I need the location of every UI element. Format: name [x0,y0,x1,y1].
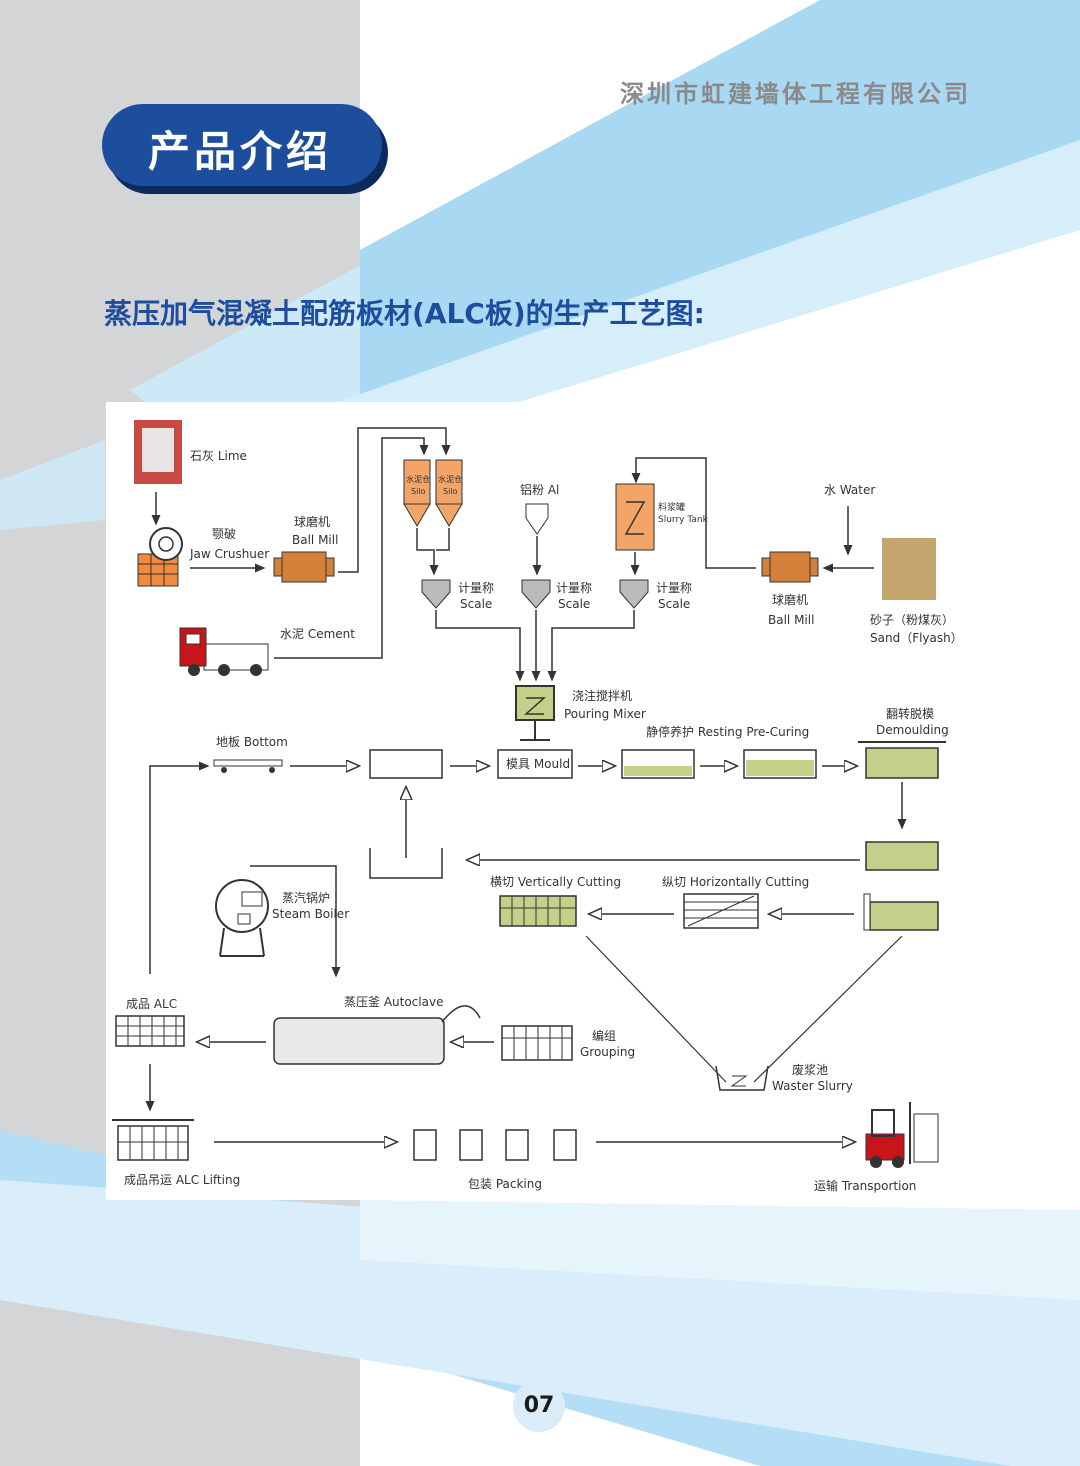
autoclave-door [441,1005,481,1023]
steam-boiler-icon [215,879,269,957]
label-waste-cn: 废浆池 [792,1062,828,1077]
label-lime: 石灰 Lime [190,449,247,463]
waste-line-right [753,935,903,1083]
vertical-cut-lines [500,896,576,926]
label-demoulding-en: Demoulding [876,723,949,737]
label-ballmill2-cn: 球磨机 [772,593,808,607]
label-scale2-en: Scale [558,597,590,611]
section-title-badge: 产品介绍 [102,104,382,186]
autoclave-icon [273,1017,445,1065]
empty-mould-icon [369,848,443,879]
ball-mill-2-icon [761,551,819,583]
sand-photo [882,538,936,600]
pipe-scale1-to-mixer [435,610,525,682]
label-scale3-cn: 计量称 [656,581,692,595]
silo-icon [403,459,463,527]
label-slurry-tank-en: Slurry Tank [658,515,709,525]
mould-frame-icon [369,749,443,779]
vertical-cut-block [499,895,577,927]
production-flow-diagram: 石灰 Lime 颚破 Jaw Crushuer 球磨机 Ball Mill 水泥… [112,420,963,1193]
label-scale1-en: Scale [460,597,492,611]
label-water: 水 Water [824,483,875,497]
demoulding-block [865,747,939,779]
waste-pit-icon [715,1065,769,1091]
label-sand-en: Sand（Flyash） [870,631,963,645]
curing-fill-1 [624,766,692,776]
label-bottom: 地板 Bottom [216,735,288,749]
label-silo1-cn: 水泥仓 [406,474,430,484]
label-vcut: 横切 Vertically Cutting [490,875,621,889]
pipe-silo1-to-scale [416,528,439,576]
alc-product-icon [115,1015,185,1047]
label-autoclave: 蒸压釜 Autoclave [344,994,443,1009]
label-ballmill1-cn: 球磨机 [294,515,330,529]
horizontal-cut-lines [684,895,758,927]
slurry-tank-agitator [624,501,646,535]
page-number: 07 [513,1380,565,1432]
label-crusher-cn: 颚破 [212,526,236,541]
pipe-mill-to-silo [338,427,451,573]
lime-rocks [142,428,174,472]
forklift-icon [865,1102,939,1168]
section-title: 产品介绍 [148,127,333,176]
label-ballmill2-en: Ball Mill [768,613,814,627]
label-silo1-en: Silo [411,487,426,496]
waste-line-left [585,935,727,1083]
pipe-mill-to-tank [631,457,756,569]
label-mixer-cn: 浇注搅拌机 [572,688,632,703]
label-silo2-en: Silo [443,487,458,496]
diagram-panel [106,402,972,1200]
pipe-silo2-to-scale [436,528,450,551]
label-cement: 水泥 Cement [280,627,355,641]
diagram-heading: 蒸压加气混凝土配筋板材(ALC板)的生产工艺图: [104,297,705,330]
pipe-cement-to-silo [274,437,429,659]
label-transport: 运输 Transportion [814,1178,916,1193]
cement-truck-icon [179,627,269,676]
label-packing: 包装 Packing [468,1177,542,1191]
label-grouping-en: Grouping [580,1045,635,1059]
label-boiler-en: Steam Boiler [272,907,349,921]
alc-lifting-icon [112,1119,194,1161]
block-clamp [863,893,871,931]
aluminum-hopper-icon [525,503,549,535]
label-aluminum: 铝粉 Al [520,482,559,497]
label-demoulding-cn: 翻转脱模 [886,706,934,721]
pipe-scale3-to-mixer [547,610,635,682]
packing-bundles-icon [413,1129,577,1161]
label-alc: 成品 ALC [126,997,177,1011]
label-crusher-en: Jaw Crushuer [189,547,269,561]
scale-icon [421,579,649,609]
steam-pipe [250,865,341,978]
label-scale1-cn: 计量称 [458,581,494,595]
ball-mill-icon [273,551,335,583]
label-grouping-cn: 编组 [592,1028,616,1043]
label-silo2-cn: 水泥仓 [438,474,462,484]
bottom-plate-icon [213,759,283,767]
label-scale3-en: Scale [658,597,690,611]
label-mould: 模具 Mould [506,757,570,771]
curing-fill-2 [746,760,814,776]
waste-agitator [730,1075,748,1087]
label-waste-en: Waster Slurry [772,1079,853,1093]
label-slurry-tank-cn: 料浆罐 [658,501,685,513]
label-mixer-en: Pouring Mixer [564,707,646,721]
grouping-icon [501,1025,573,1061]
label-boiler-cn: 蒸汽锅炉 [282,890,330,905]
mould-icon [497,749,573,779]
green-block [869,901,939,931]
pouring-mixer-icon [515,685,555,741]
label-scale2-cn: 计量称 [556,581,592,595]
label-hcut: 纵切 Horizontally Cutting [662,875,809,889]
company-name: 深圳市虹建墙体工程有限公司 [620,80,971,108]
arrow-return-to-bottom [149,761,210,974]
label-sand-cn: 砂子（粉煤灰） [870,613,954,627]
label-precuring: 静停养护 Resting Pre-Curing [646,724,809,739]
label-lifting: 成品吊运 ALC Lifting [124,1173,240,1187]
jaw-crusher-icon [137,527,183,587]
cake-block [865,841,939,871]
label-ballmill1-en: Ball Mill [292,533,338,547]
